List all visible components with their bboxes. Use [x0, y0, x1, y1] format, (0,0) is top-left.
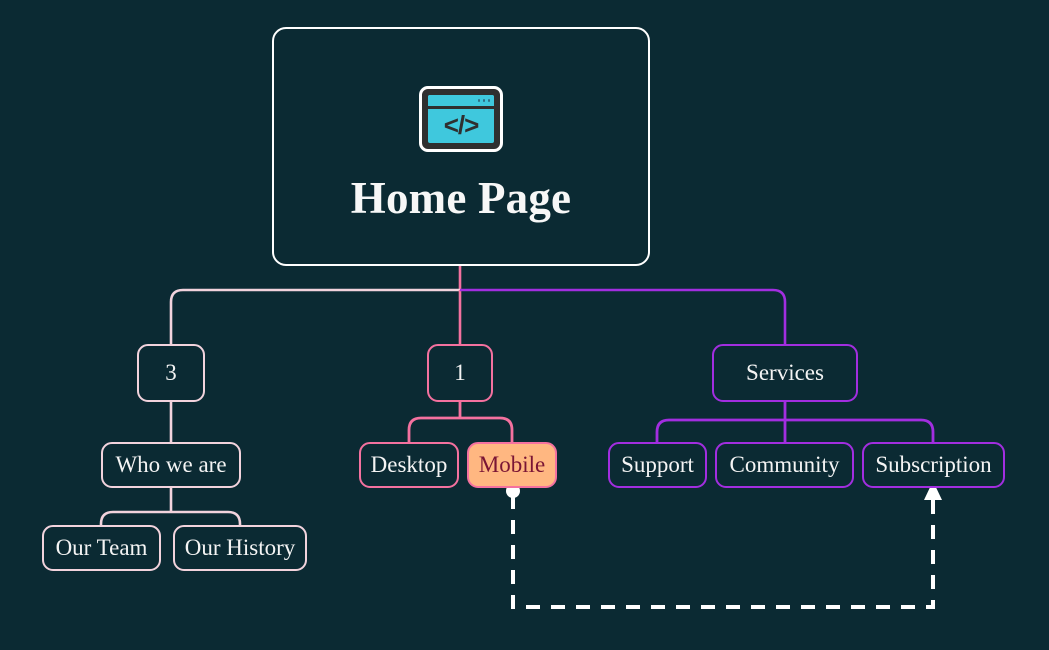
node-3[interactable]: 3 — [137, 344, 205, 402]
connector-bus-right — [460, 288, 787, 344]
node-label-subscription: Subscription — [875, 452, 992, 477]
connector-services-bus-subscription — [785, 418, 935, 442]
node-mobile[interactable]: Mobile — [467, 442, 557, 488]
node-label-mobile: Mobile — [478, 452, 546, 477]
node-subscription[interactable]: Subscription — [862, 442, 1005, 488]
node-1[interactable]: 1 — [427, 344, 493, 402]
node-label-3: 3 — [165, 360, 177, 385]
connector-1-bus-right — [460, 416, 514, 442]
node-home-page[interactable]: </> Home Page — [272, 27, 650, 266]
node-label-who-we-are: Who we are — [115, 452, 227, 477]
link-dashed-path — [511, 495, 935, 609]
node-label-desktop: Desktop — [370, 452, 448, 477]
browser-titlebar — [428, 95, 494, 109]
node-label-our-team: Our Team — [55, 535, 148, 560]
browser-dot — [487, 99, 490, 102]
node-label-services: Services — [746, 360, 824, 385]
connector-services-bus-support — [655, 418, 785, 442]
node-label-home-page: Home Page — [350, 173, 572, 223]
node-community[interactable]: Community — [715, 442, 854, 488]
node-our-team[interactable]: Our Team — [42, 525, 161, 571]
node-services[interactable]: Services — [712, 344, 858, 402]
node-label-our-history: Our History — [184, 535, 296, 560]
code-glyph-icon: </> — [443, 109, 480, 140]
browser-dot — [477, 99, 480, 102]
node-who-we-are[interactable]: Who we are — [101, 442, 241, 488]
connector-bus-left — [169, 288, 460, 344]
code-browser-icon: </> — [419, 86, 503, 152]
node-label-1: 1 — [454, 360, 466, 385]
node-support[interactable]: Support — [608, 442, 707, 488]
node-label-support: Support — [621, 452, 694, 477]
node-label-community: Community — [729, 452, 840, 477]
node-desktop[interactable]: Desktop — [359, 442, 459, 488]
browser-dot — [482, 99, 485, 102]
connector-1-bus-left — [407, 416, 460, 442]
node-our-history[interactable]: Our History — [173, 525, 307, 571]
